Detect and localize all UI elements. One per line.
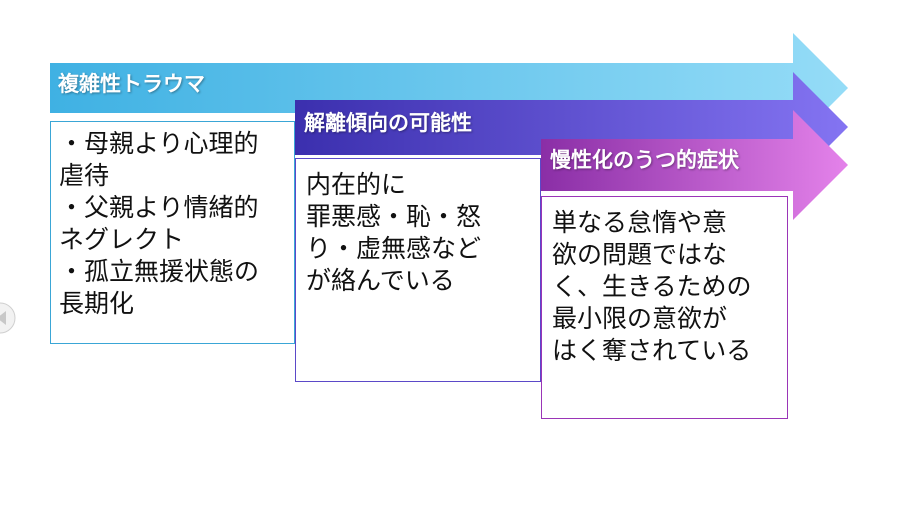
stage-1-line: ネグレクト	[59, 225, 185, 254]
stage-2-box: 内在的に 罪悪感・恥・怒 り・虚無感など が絡んでいる	[295, 158, 541, 382]
stage-2-title: 解離傾向の可能性	[304, 111, 472, 135]
stage-3-line: く、生きるための	[552, 272, 752, 301]
stage-3-line: 最小限の意欲が	[552, 304, 728, 333]
play-back-icon[interactable]	[0, 300, 16, 336]
stage-1-line: 虐待	[59, 161, 110, 190]
stage-3-line: 欲の問題ではな	[552, 240, 728, 269]
stage-3-title: 慢性化のうつ的症状	[550, 148, 739, 172]
stage-1-line: ・母親より心理的	[59, 129, 259, 158]
stage-3-line: 単なる怠惰や意	[552, 208, 728, 237]
stage-2-line: が絡んでいる	[306, 266, 455, 295]
stage-1-line: ・孤立無援状態の	[59, 257, 260, 286]
stage-3-line: はく奪されている	[552, 336, 752, 365]
stage-1-line: 長期化	[59, 289, 135, 318]
arrow-3	[541, 110, 848, 220]
stage-1-box: ・母親より心理的 虐待 ・父親より情緒的 ネグレクト ・孤立無援状態の 長期化	[50, 121, 295, 344]
stage-1-title: 複雑性トラウマ	[58, 72, 205, 96]
stage-2-line: り・虚無感など	[306, 234, 482, 263]
stage-2-line: 罪悪感・恥・怒	[306, 202, 482, 231]
arrow-1	[50, 33, 848, 143]
stage-3-box: 単なる怠惰や意 欲の問題ではな く、生きるための 最小限の意欲が はく奪されてい…	[541, 196, 788, 419]
stage-1-line: ・父親より情緒的	[59, 193, 259, 222]
stage-2-line: 内在的に	[306, 170, 407, 199]
